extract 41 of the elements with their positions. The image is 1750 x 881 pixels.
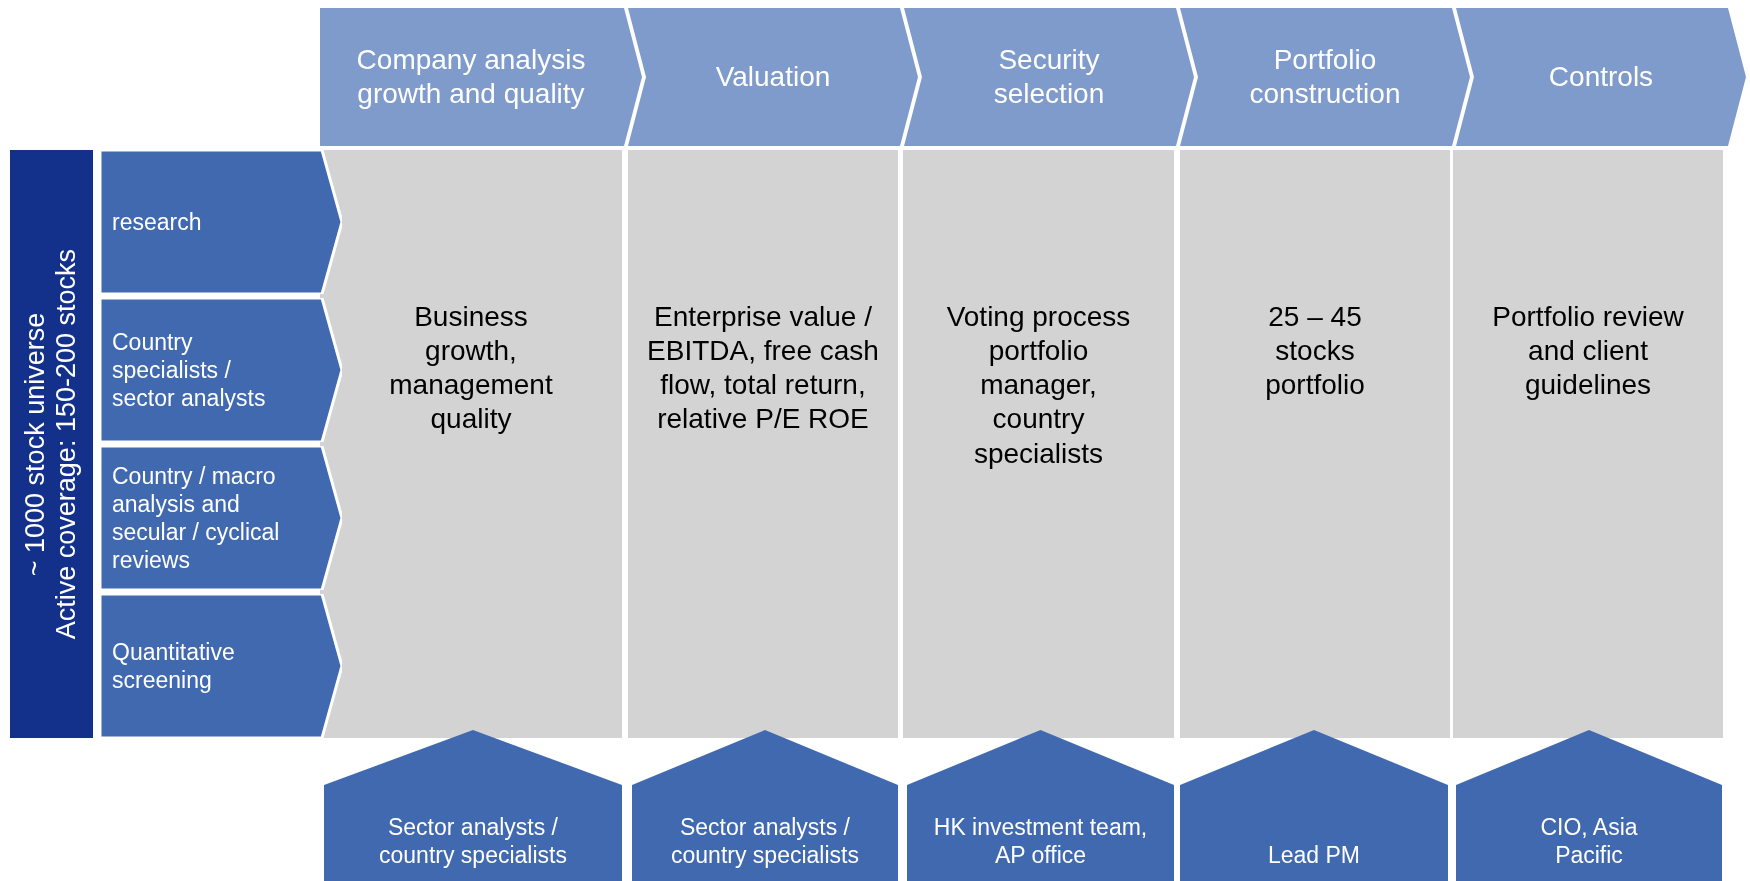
team-label: Sector analysts / country specialists xyxy=(670,812,860,869)
team-label: Lead PM xyxy=(1267,840,1361,869)
step-heading: Controls xyxy=(1548,59,1654,94)
responsible-team-pentagon xyxy=(1180,730,1448,881)
step-detail: Portfolio review and client guidelines xyxy=(1491,300,1685,403)
universe-band xyxy=(10,150,93,738)
step-heading: Company analysis growth and quality xyxy=(355,42,587,111)
step-detail: 25 – 45 stocks portfolio xyxy=(1264,300,1366,403)
process-step-header xyxy=(320,8,642,146)
step-detail: Voting process portfolio manager, country specialists xyxy=(945,300,1132,471)
step-detail-panel xyxy=(628,150,898,738)
team-label: Sector analysts / country specialists xyxy=(378,812,568,869)
research-source-tab xyxy=(100,150,342,294)
research-source-tab xyxy=(100,446,342,590)
research-source-tab xyxy=(100,298,342,442)
source-label: Quantitative screening xyxy=(112,637,236,695)
universe-label: ~ 1000 stock universe xyxy=(20,312,52,576)
responsible-team-pentagon xyxy=(907,730,1174,881)
team-label: HK investment team, AP office xyxy=(932,812,1149,869)
step-detail-panel xyxy=(1180,150,1450,738)
source-label: Country / macro analysis and secular / cyclical reviews xyxy=(112,461,281,575)
step-detail-panel xyxy=(320,150,622,738)
step-detail: Enterprise value / EBITDA, free cash flow, total return, relative P/E ROE xyxy=(646,300,880,437)
research-source-tab xyxy=(100,594,342,738)
step-detail: Business growth, management quality xyxy=(388,300,554,437)
step-detail-panel xyxy=(1453,150,1723,738)
step-heading: Portfolio construction xyxy=(1248,42,1402,111)
process-step-header xyxy=(628,8,918,146)
process-step-header xyxy=(1456,8,1746,146)
responsible-team-pentagon xyxy=(324,730,622,881)
team-label: CIO, Asia Pacific xyxy=(1539,812,1639,869)
step-heading: Security selection xyxy=(992,42,1106,111)
source-label: Country specialists / sector analysts xyxy=(112,327,267,413)
step-detail-panel xyxy=(903,150,1174,738)
responsible-team-pentagon xyxy=(1456,730,1722,881)
source-label: research xyxy=(112,207,202,236)
process-step-header xyxy=(904,8,1194,146)
universe-label: Active coverage: 150-200 stocks xyxy=(51,248,83,640)
process-step-header xyxy=(1180,8,1470,146)
step-heading: Valuation xyxy=(715,59,831,94)
responsible-team-pentagon xyxy=(632,730,898,881)
